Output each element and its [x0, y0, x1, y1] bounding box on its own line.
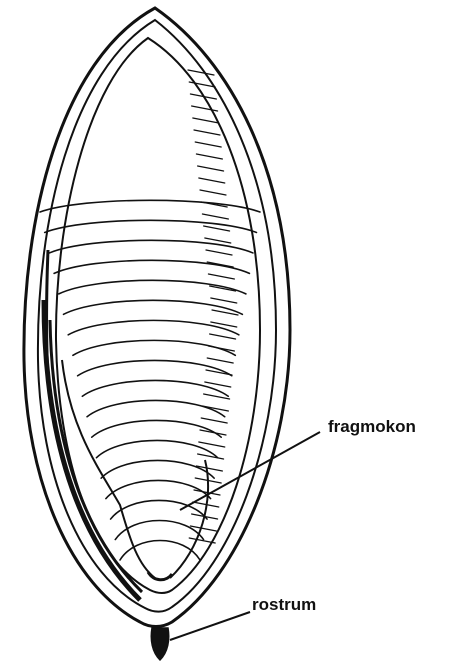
label-rostrum: rostrum — [252, 595, 316, 614]
label-fragmokon: fragmokon — [328, 417, 416, 436]
